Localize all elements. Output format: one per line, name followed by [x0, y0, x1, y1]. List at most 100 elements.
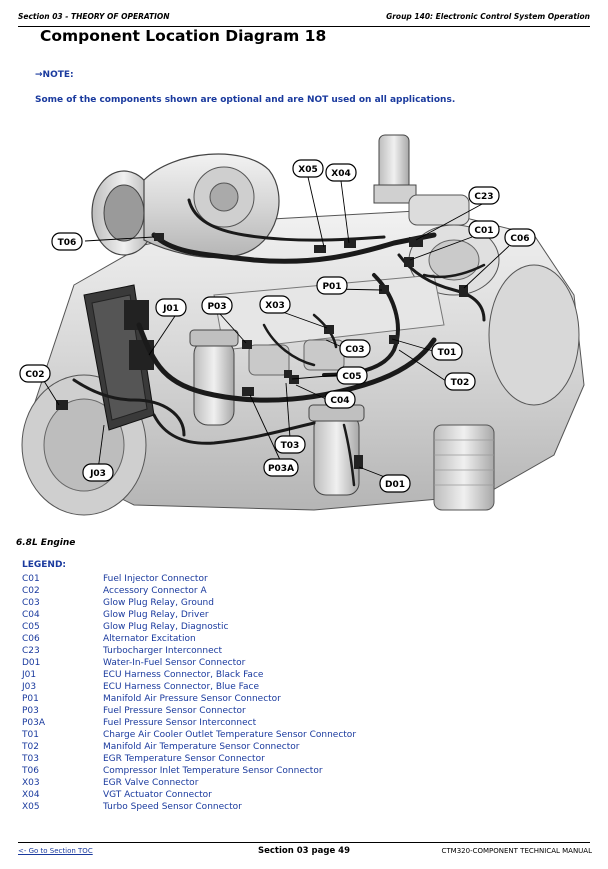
coolant-outlet	[373, 134, 470, 226]
svg-text:T03: T03	[281, 441, 300, 451]
legend-code: X03	[22, 778, 40, 788]
callout-j01: J01	[155, 298, 187, 317]
note-text: Some of the components shown are optiona…	[35, 95, 456, 105]
legend-list: C01 Fuel Injector Connector C02 Accessory …	[22, 573, 356, 813]
callout-j03: J03	[82, 463, 114, 482]
legend-code: P03A	[22, 718, 46, 728]
legend-desc: VGT Actuator Connector	[103, 790, 212, 800]
page-header: Section 03 - THEORY OF OPERATION Group 1…	[18, 12, 590, 27]
note-label: →NOTE:	[35, 70, 74, 80]
legend-row: J03 ECU Harness Connector, Blue Face	[22, 681, 356, 693]
legend-desc: Turbocharger Interconnect	[103, 646, 223, 656]
legend-title: LEGEND:	[22, 560, 67, 570]
legend-row: D01 Water-In-Fuel Sensor Connector	[22, 657, 356, 669]
callout-p01: P01	[316, 276, 348, 295]
manual-title: CTM320-COMPONENT TECHNICAL MANUAL	[441, 847, 592, 855]
legend-code: C23	[22, 646, 40, 656]
svg-text:X03: X03	[265, 301, 284, 311]
svg-text:X04: X04	[331, 169, 350, 179]
callout-c06: C06	[504, 228, 536, 247]
engine-diagram: X05 X04 C23 C01 C06 T06 P01 J01 P03 X03 …	[19, 134, 585, 516]
turbocharger	[91, 153, 280, 259]
legend-code: C01	[22, 574, 40, 584]
fuel-filter-secondary	[308, 404, 365, 496]
page-number: Section 03 page 49	[258, 846, 350, 856]
legend-row: X03 EGR Valve Connector	[22, 777, 356, 789]
callout-x04: X04	[325, 163, 357, 182]
legend-desc: ECU Harness Connector, Blue Face	[103, 682, 259, 692]
legend-row: C04 Glow Plug Relay, Driver	[22, 609, 356, 621]
legend-row: P01 Manifold Air Pressure Sensor Connecto…	[22, 693, 356, 705]
callout-t06: T06	[51, 232, 83, 251]
legend-row: C23 Turbocharger Interconnect	[22, 645, 356, 657]
legend-row: X04 VGT Actuator Connector	[22, 789, 356, 801]
fuel-filter-primary	[189, 329, 239, 426]
legend-code: T03	[22, 754, 39, 764]
callout-t03: T03	[274, 435, 306, 454]
legend-desc: Water-In-Fuel Sensor Connector	[103, 658, 246, 668]
legend-code: C04	[22, 610, 40, 620]
legend-code: T06	[22, 766, 39, 776]
callout-d01: D01	[379, 474, 411, 493]
legend-row: C02 Accessory Connector A	[22, 585, 356, 597]
legend-code: C05	[22, 622, 40, 632]
callout-p03: P03	[201, 296, 233, 315]
header-group: Group 140: Electronic Control System Ope…	[386, 12, 590, 21]
svg-text:C04: C04	[330, 396, 349, 406]
page-title: Component Location Diagram 18	[40, 27, 327, 45]
callout-c01: C01	[468, 220, 500, 239]
legend-code: P01	[22, 694, 39, 704]
footer-divider	[18, 842, 590, 843]
legend-desc: Glow Plug Relay, Diagnostic	[103, 622, 229, 632]
svg-text:T02: T02	[451, 378, 470, 388]
figure-caption: 6.8L Engine	[16, 538, 76, 548]
legend-desc: Alternator Excitation	[103, 634, 196, 644]
legend-row: J01 ECU Harness Connector, Black Face	[22, 669, 356, 681]
svg-text:J03: J03	[89, 469, 106, 479]
svg-text:C01: C01	[474, 226, 493, 236]
callout-p03a: P03A	[263, 458, 299, 477]
svg-text:C03: C03	[345, 345, 364, 355]
callout-x05: X05	[292, 159, 324, 178]
callout-c04: C04	[324, 390, 356, 409]
svg-text:C05: C05	[342, 372, 361, 382]
callout-c05: C05	[336, 366, 368, 385]
legend-row: C05 Glow Plug Relay, Diagnostic	[22, 621, 356, 633]
svg-text:C02: C02	[25, 370, 44, 380]
callout-x03: X03	[259, 295, 291, 314]
legend-desc: EGR Temperature Sensor Connector	[103, 754, 265, 764]
legend-code: X04	[22, 790, 40, 800]
legend-code: J01	[22, 670, 37, 680]
legend-code: J03	[22, 682, 37, 692]
legend-desc: Turbo Speed Sensor Connector	[103, 802, 242, 812]
legend-code: P03	[22, 706, 39, 716]
ecu-module	[83, 284, 155, 431]
legend-row: C01 Fuel Injector Connector	[22, 573, 356, 585]
legend-code: D01	[22, 658, 41, 668]
callout-t02: T02	[444, 372, 476, 391]
legend-desc: Accessory Connector A	[103, 586, 207, 596]
legend-desc: Manifold Air Temperature Sensor Connecto…	[103, 742, 300, 752]
svg-text:P01: P01	[322, 282, 341, 292]
legend-desc: Fuel Injector Connector	[103, 574, 208, 584]
legend-code: T01	[22, 730, 39, 740]
svg-text:J01: J01	[162, 304, 179, 314]
legend-desc: Glow Plug Relay, Driver	[103, 610, 209, 620]
legend-desc: EGR Valve Connector	[103, 778, 199, 788]
go-to-section-toc-link[interactable]: <- Go to Section TOC	[18, 847, 93, 855]
svg-text:C06: C06	[510, 234, 529, 244]
legend-desc: ECU Harness Connector, Black Face	[103, 670, 264, 680]
legend-code: C06	[22, 634, 40, 644]
legend-row: T03 EGR Temperature Sensor Connector	[22, 753, 356, 765]
legend-desc: Manifold Air Pressure Sensor Connector	[103, 694, 281, 704]
legend-row: C06 Alternator Excitation	[22, 633, 356, 645]
svg-text:T01: T01	[438, 348, 457, 358]
callout-t01: T01	[431, 342, 463, 361]
legend-code: C02	[22, 586, 40, 596]
